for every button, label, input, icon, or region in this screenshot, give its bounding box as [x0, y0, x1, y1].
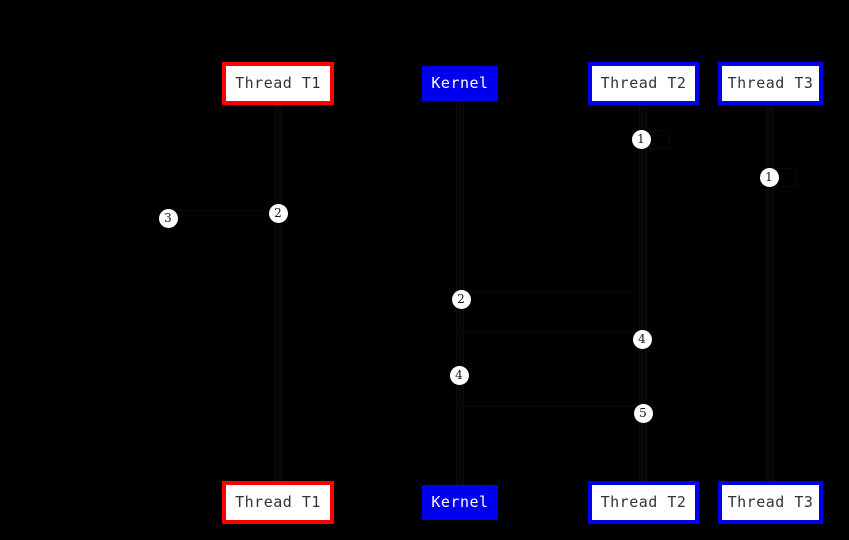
message-arrow: [460, 292, 643, 293]
message-arrow: [460, 332, 643, 333]
step-number-badge: 3: [158, 208, 178, 228]
participant-box-kernel-top[interactable]: Kernel: [422, 66, 498, 101]
participant-label: Thread T3: [727, 493, 814, 511]
message-arrow-self-segment: [796, 168, 797, 186]
message-arrow-self-segment: [669, 130, 670, 148]
activation-bar: [639, 105, 647, 481]
message-arrow: [168, 210, 278, 211]
participant-box-thread-t2-top[interactable]: Thread T2: [588, 62, 699, 105]
step-number-badge: 4: [449, 365, 469, 385]
step-number-badge: 5: [633, 403, 653, 423]
message-arrow: [460, 406, 643, 407]
participant-box-kernel-bottom[interactable]: Kernel: [422, 485, 498, 520]
activation-bar: [766, 105, 774, 481]
participant-box-thread-t1-bottom[interactable]: Thread T1: [222, 481, 334, 524]
participant-box-thread-t3-bottom[interactable]: Thread T3: [718, 481, 823, 524]
step-number-badge: 2: [451, 289, 471, 309]
arrowhead-icon: [770, 182, 778, 190]
message-arrow-self: [770, 168, 796, 169]
participant-label: Thread T1: [235, 74, 321, 92]
participant-label: Thread T1: [235, 493, 321, 511]
arrowhead-icon: [643, 144, 651, 152]
message-arrow-self-return: [770, 186, 796, 187]
participant-label: Kernel: [431, 74, 489, 92]
participant-label: Thread T3: [727, 74, 814, 92]
step-number-badge: 1: [759, 167, 779, 187]
step-number-badge: 4: [632, 329, 652, 349]
message-arrow-self: [643, 130, 669, 131]
participant-box-thread-t2-bottom[interactable]: Thread T2: [588, 481, 699, 524]
step-number-badge: 2: [268, 203, 288, 223]
step-number-badge: 1: [631, 129, 651, 149]
participant-label: Thread T2: [600, 493, 687, 511]
participant-label: Thread T2: [600, 74, 687, 92]
message-arrow-self-return: [643, 148, 669, 149]
activation-bar: [274, 105, 282, 481]
participant-box-thread-t3-top[interactable]: Thread T3: [718, 62, 823, 105]
participant-label: Kernel: [431, 493, 489, 511]
participant-box-thread-t1-top[interactable]: Thread T1: [222, 62, 334, 105]
